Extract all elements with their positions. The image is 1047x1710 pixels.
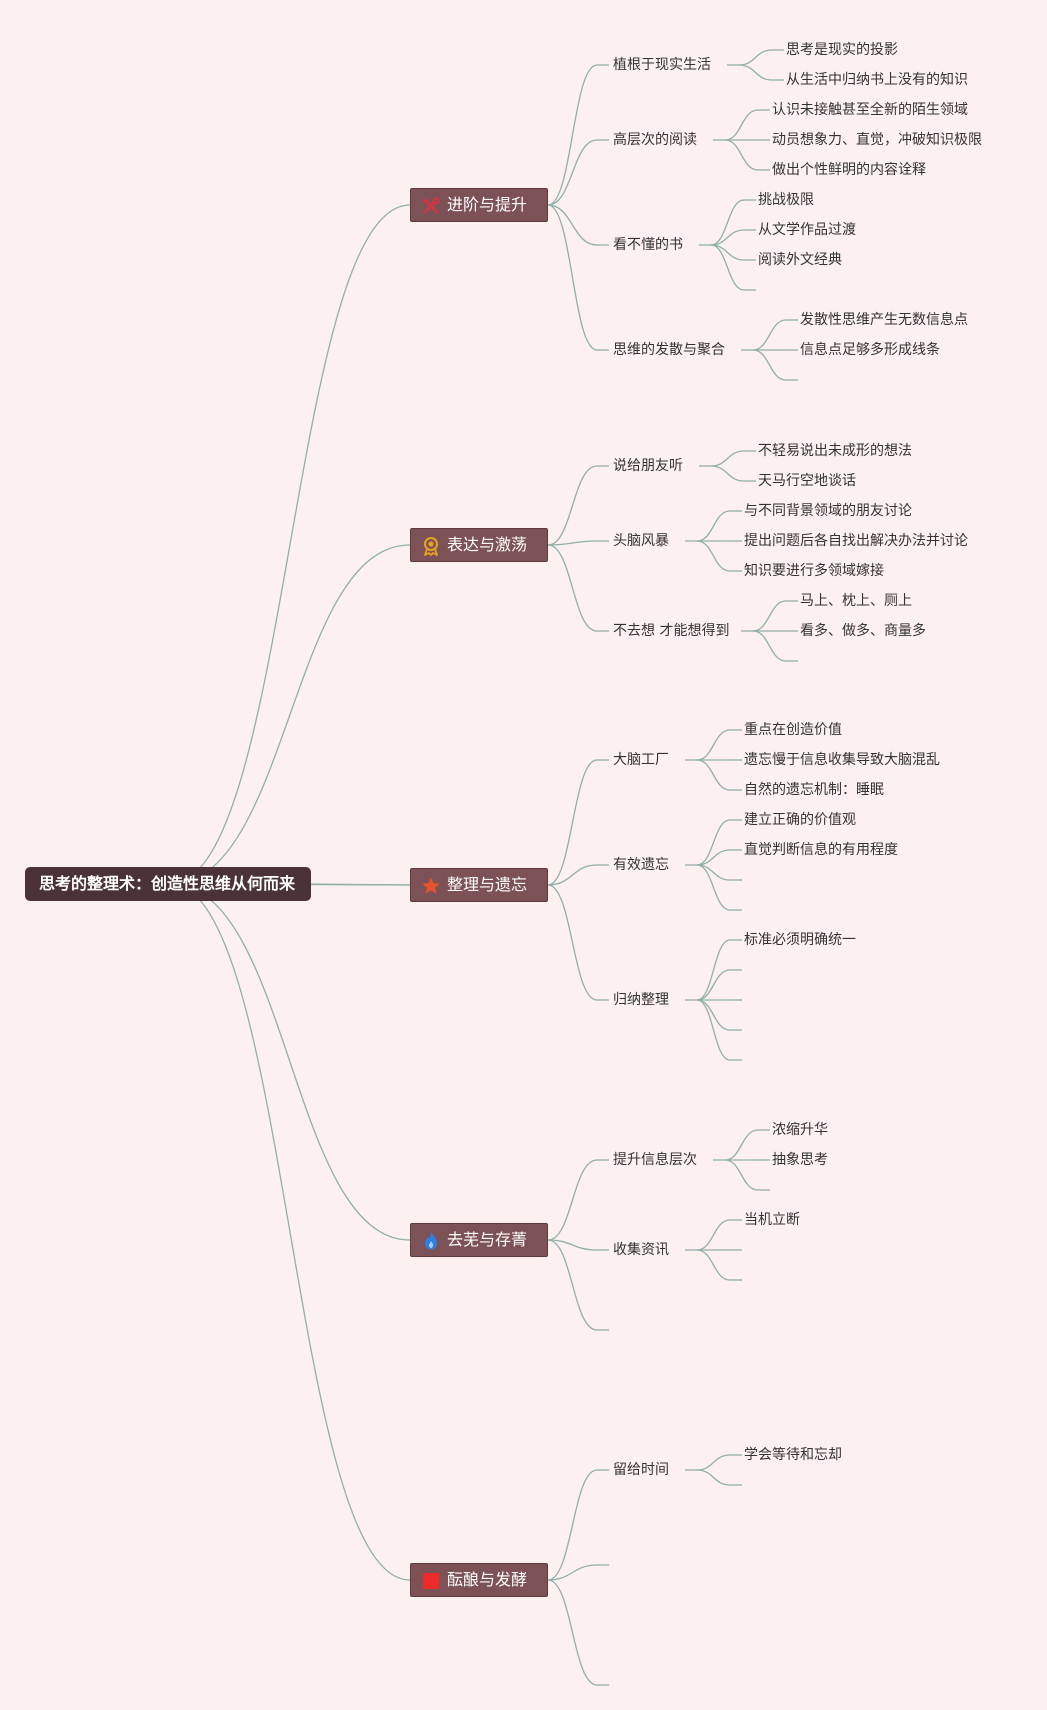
subtopic[interactable]: 提升信息层次 bbox=[613, 1152, 697, 1168]
subtopic[interactable]: 不去想 才能想得到 bbox=[613, 623, 730, 639]
branch-topic-label: 进阶与提升 bbox=[447, 195, 528, 214]
subtopic[interactable]: 收集资讯 bbox=[613, 1242, 669, 1258]
branch-topic-label: 表达与激荡 bbox=[447, 535, 528, 554]
subtopic[interactable]: 植根于现实生活 bbox=[613, 57, 711, 73]
leaf-topic[interactable]: 不轻易说出未成形的想法 bbox=[758, 443, 912, 459]
leaf-topic[interactable]: 做出个性鲜明的内容诠释 bbox=[772, 162, 926, 178]
branch-topic[interactable]: 表达与激荡 bbox=[410, 528, 548, 562]
branch-topic[interactable]: 去芜与存菁 bbox=[410, 1223, 548, 1257]
subtopic[interactable]: 头脑风暴 bbox=[613, 533, 669, 549]
subtopic[interactable]: 高层次的阅读 bbox=[613, 132, 697, 148]
branch-topic[interactable]: 酝酿与发酵 bbox=[410, 1563, 548, 1597]
leaf-topic[interactable]: 与不同背景领域的朋友讨论 bbox=[744, 503, 912, 519]
subtopic[interactable]: 说给朋友听 bbox=[613, 458, 683, 474]
leaf-topic[interactable]: 提出问题后各自找出解决办法并讨论 bbox=[744, 533, 968, 549]
subtopic[interactable]: 归纳整理 bbox=[613, 992, 669, 1008]
leaf-topic[interactable]: 浓缩升华 bbox=[772, 1122, 828, 1138]
tools-icon bbox=[421, 195, 441, 215]
leaf-topic[interactable]: 动员想象力、直觉，冲破知识极限 bbox=[772, 132, 982, 148]
subtopic[interactable]: 看不懂的书 bbox=[613, 237, 683, 253]
branch-topic[interactable]: 进阶与提升 bbox=[410, 188, 548, 222]
leaf-topic[interactable]: 发散性思维产生无数信息点 bbox=[800, 312, 968, 328]
subtopic[interactable]: 大脑工厂 bbox=[613, 752, 669, 768]
subtopic[interactable]: 思维的发散与聚合 bbox=[613, 342, 725, 358]
leaf-topic[interactable]: 从生活中归纳书上没有的知识 bbox=[786, 72, 968, 88]
leaf-topic[interactable]: 知识要进行多领域嫁接 bbox=[744, 563, 884, 579]
leaf-topic[interactable]: 马上、枕上、厕上 bbox=[800, 593, 912, 609]
leaf-topic[interactable]: 标准必须明确统一 bbox=[744, 932, 856, 948]
leaf-topic[interactable]: 思考是现实的投影 bbox=[786, 42, 898, 58]
leaf-topic[interactable]: 直觉判断信息的有用程度 bbox=[744, 842, 898, 858]
root-topic-label: 思考的整理术：创造性思维从何而来 bbox=[39, 874, 296, 893]
flame-icon bbox=[421, 1230, 441, 1250]
leaf-topic[interactable]: 建立正确的价值观 bbox=[744, 812, 856, 828]
subtopic[interactable]: 留给时间 bbox=[613, 1462, 669, 1478]
subtopic[interactable]: 有效遗忘 bbox=[613, 857, 669, 873]
leaf-topic[interactable]: 天马行空地谈话 bbox=[758, 473, 856, 489]
leaf-topic[interactable]: 阅读外文经典 bbox=[758, 252, 842, 268]
award-icon bbox=[421, 535, 441, 556]
leaf-topic[interactable]: 认识未接触甚至全新的陌生领域 bbox=[772, 102, 968, 118]
branch-topic-label: 去芜与存菁 bbox=[447, 1230, 528, 1249]
leaf-topic[interactable]: 重点在创造价值 bbox=[744, 722, 842, 738]
leaf-topic[interactable]: 挑战极限 bbox=[758, 192, 814, 208]
star-icon bbox=[421, 875, 441, 895]
root-topic[interactable]: 思考的整理术：创造性思维从何而来 bbox=[25, 867, 311, 901]
leaf-topic[interactable]: 当机立断 bbox=[744, 1212, 800, 1228]
branch-topic[interactable]: 整理与遗忘 bbox=[410, 868, 548, 902]
leaf-topic[interactable]: 从文学作品过渡 bbox=[758, 222, 856, 238]
branch-topic-label: 整理与遗忘 bbox=[447, 875, 528, 894]
leaf-topic[interactable]: 学会等待和忘却 bbox=[744, 1447, 842, 1463]
leaf-topic[interactable]: 看多、做多、商量多 bbox=[800, 623, 926, 639]
leaf-topic[interactable]: 抽象思考 bbox=[772, 1152, 828, 1168]
branch-topic-label: 酝酿与发酵 bbox=[447, 1570, 528, 1589]
flag-icon bbox=[421, 1570, 441, 1590]
leaf-topic[interactable]: 遗忘慢于信息收集导致大脑混乱 bbox=[744, 752, 940, 768]
leaf-topic[interactable]: 自然的遗忘机制：睡眠 bbox=[744, 782, 884, 798]
leaf-topic[interactable]: 信息点足够多形成线条 bbox=[800, 342, 940, 358]
